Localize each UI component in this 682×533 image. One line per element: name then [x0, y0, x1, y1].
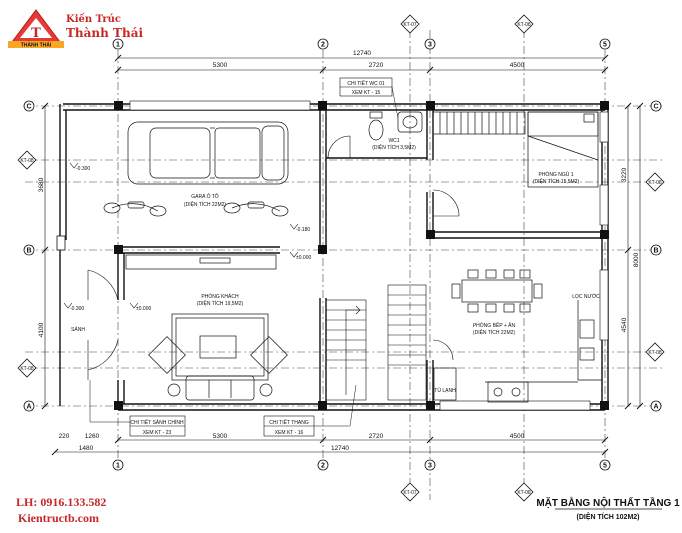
svg-text:5: 5 [603, 42, 607, 49]
dim-left-2: 4100 [38, 322, 45, 337]
stair-detail-sheet: XEM KT - 16 [275, 430, 304, 436]
dim-top-1: 5300 [213, 62, 228, 69]
brand-name-line2: Thành Thái [66, 26, 143, 40]
room-area-garage: (DIỆN TÍCH 22M2) [184, 200, 226, 208]
walls [59, 103, 609, 411]
dim-bottom-2: 2720 [369, 433, 384, 440]
dim-bottom-extra-3: 1480 [79, 445, 94, 452]
wc-detail-sheet: XEM KT - 15 [352, 90, 381, 96]
windows [129, 100, 609, 411]
room-area-bedroom: (DIỆN TÍCH 15,5M2) [533, 177, 580, 185]
bed-icon [527, 111, 599, 188]
kitchen-counter-icon [485, 300, 602, 403]
dim-bottom-extra-1: 220 [59, 433, 70, 440]
room-label-garage: GARA Ô TÔ [191, 193, 219, 200]
contact-website[interactable]: Kientructb.com [18, 511, 99, 525]
room-label-kitchen: PHÒNG BẾP + ĂN [473, 322, 516, 329]
section-ref-left-2: KT-08 [20, 366, 34, 372]
structural-columns [114, 101, 609, 410]
svg-text:2: 2 [321, 463, 325, 470]
car-icon [127, 121, 289, 185]
motorbike-icon [223, 201, 289, 217]
section-ref-right-2: KT-08 [648, 350, 662, 356]
rug-icon [171, 313, 269, 381]
room-label-yard: SẢNH [71, 326, 85, 333]
level-floor: ±0.000 [296, 255, 311, 261]
svg-text:B: B [26, 248, 31, 255]
room-label-wc: WC1 [388, 138, 399, 144]
dining-table-icon [451, 269, 543, 313]
dim-total-top: 12740 [353, 50, 371, 57]
svg-text:1: 1 [116, 463, 120, 470]
svg-text:C: C [653, 104, 658, 111]
section-ref-bottom-2: KT-08 [517, 490, 531, 496]
armchair-icon [148, 336, 186, 374]
grid-axes [25, 30, 665, 500]
staircase-icon [325, 284, 427, 401]
svg-text:3: 3 [428, 463, 432, 470]
dimension-lines [44, 57, 641, 453]
dim-total-bottom: 12740 [331, 445, 349, 452]
stair-detail-title: CHI TIẾT THANG [269, 419, 309, 426]
tv-cabinet-icon [125, 254, 277, 270]
dim-bottom-3: 4500 [510, 433, 525, 440]
svg-text:2: 2 [321, 42, 325, 49]
drawing-title: MẶT BẰNG NỘI THẤT TẦNG 1 [536, 496, 680, 509]
coffee-table-icon [199, 335, 237, 359]
level-yard: -0.300 [70, 306, 84, 312]
dim-right-total: 8000 [633, 252, 640, 267]
section-ref-bottom-1: KT-07 [403, 490, 417, 496]
svg-text:1: 1 [116, 42, 120, 49]
wardrobe-icon [432, 111, 526, 135]
armchair-icon [250, 336, 288, 374]
level-garage: -0.300 [76, 166, 90, 172]
fridge-icon [433, 367, 457, 401]
dim-left-1: 3680 [38, 177, 45, 192]
room-label-living: PHÒNG KHÁCH [201, 293, 239, 300]
dim-top-3: 4500 [510, 62, 525, 69]
dim-top-2: 2720 [369, 62, 384, 69]
motorbike-icon [103, 201, 167, 217]
svg-text:A: A [653, 404, 658, 411]
sofa-icon [167, 375, 273, 401]
svg-text:5: 5 [603, 463, 607, 470]
section-ref-right-1: KT-08 [648, 180, 662, 186]
room-area-kitchen: (DIỆN TÍCH 22M2) [473, 328, 515, 336]
section-ref-top-2: KT-08 [517, 22, 531, 28]
company-logo: T THÀNH THÁI [8, 9, 64, 49]
svg-text:B: B [653, 248, 658, 255]
level-ramp: -0.180 [296, 227, 310, 233]
room-area-wc: (DIỆN TÍCH 3,5M2) [372, 143, 416, 151]
room-area-living: (DIỆN TÍCH 19,5M2) [197, 299, 244, 307]
axis-bubbles: 1 2 3 5 1 2 3 5 C B A C B A [23, 38, 662, 471]
logo-text: THÀNH THÁI [21, 42, 52, 49]
svg-text:A: A [26, 404, 31, 411]
dim-right-2: 4540 [621, 317, 628, 332]
dim-right-1: 3220 [621, 167, 628, 182]
sink-icon [397, 111, 423, 133]
svg-text:3: 3 [428, 42, 432, 49]
toilet-icon [368, 111, 384, 141]
label-water-filter: LỌC NƯỚC [572, 293, 600, 300]
contact-phone: LH: 0916.133.582 [16, 495, 106, 509]
svg-text:T: T [31, 26, 41, 41]
wc-detail-title: CHI TIẾT WC 01 [347, 80, 385, 87]
entrance-detail-title: CHI TIẾT SẢNH CHÍNH [130, 419, 184, 426]
doors [87, 135, 460, 380]
drawing-subtitle: (DIỆN TÍCH 102M2) [576, 512, 639, 521]
room-label-bedroom: PHÒNG NGỦ 1 [538, 171, 573, 178]
dim-bottom-1: 5300 [213, 433, 228, 440]
entrance-detail-sheet: XEM KT - 23 [143, 430, 172, 436]
section-ref-top-1: KT-07 [403, 22, 417, 28]
svg-text:C: C [26, 104, 31, 111]
section-ref-left-1: KT-08 [20, 158, 34, 164]
brand-name-line1: Kiến Trúc [66, 13, 121, 25]
section-markers [17, 14, 665, 502]
dim-bottom-extra-2: 1260 [85, 433, 100, 440]
label-fridge: TỦ LẠNH [434, 387, 456, 394]
level-living: ±0.000 [136, 306, 151, 312]
